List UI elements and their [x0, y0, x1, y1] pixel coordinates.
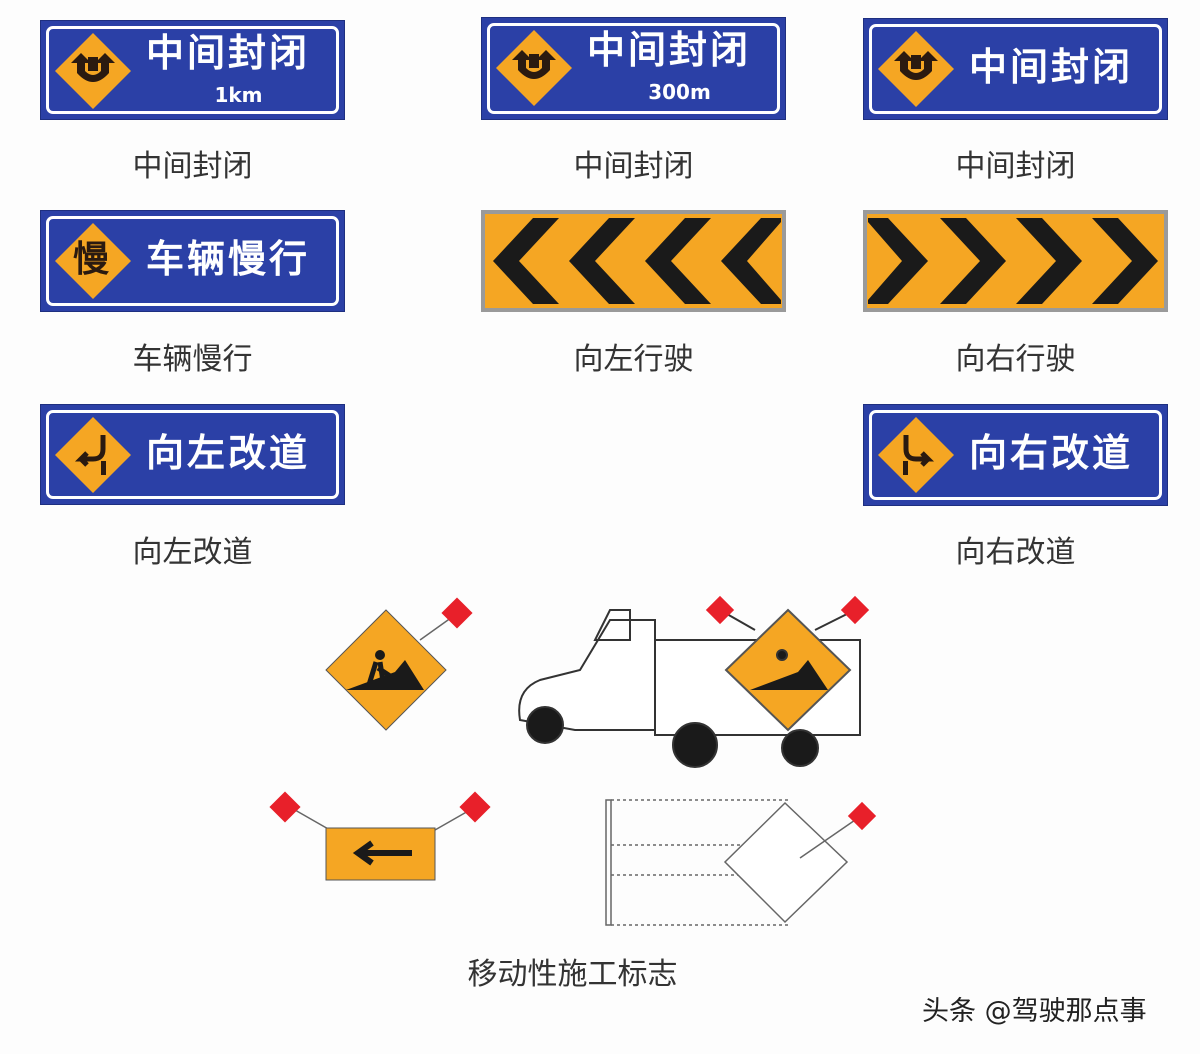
sign-text: 中间封闭 — [587, 28, 752, 72]
sign-text: 中间封闭 — [146, 31, 311, 75]
slow-diamond-icon — [55, 223, 131, 299]
sign-text: 中间封闭 — [969, 45, 1134, 89]
sign-center-closed-300m: 中间封闭 300m — [481, 17, 786, 120]
sign-distance: 300m — [648, 80, 711, 104]
sign-center-closed: 中间封闭 — [863, 18, 1168, 120]
detour-right-diamond-icon — [878, 417, 954, 493]
sign-distance: 1km — [214, 83, 263, 107]
caption: 向左行驶 — [573, 342, 694, 377]
diamond-text: 慢 — [73, 239, 110, 280]
roadwork-diamond-sign — [325, 597, 473, 731]
merge-diamond-icon — [496, 30, 572, 106]
detour-left-diamond-icon — [55, 417, 131, 493]
chevron-right-sign — [863, 210, 1168, 312]
mobile-work-signs-illustration — [269, 595, 877, 926]
caption: 中间封闭 — [132, 149, 253, 184]
arrow-left-board — [269, 791, 491, 881]
sign-text: 车辆慢行 — [146, 237, 311, 281]
truck-with-sign — [518, 595, 870, 768]
merge-diamond-icon — [55, 33, 131, 109]
sign-detour-left: 向左改道 — [40, 404, 345, 505]
caption: 向左改道 — [132, 535, 253, 570]
merge-diamond-icon — [878, 31, 954, 107]
caption: 车辆慢行 — [132, 342, 253, 377]
sign-slow-vehicles: 慢 车辆慢行 — [40, 210, 345, 312]
caption: 中间封闭 — [573, 149, 694, 184]
caption: 中间封闭 — [955, 149, 1076, 184]
caption: 向右行驶 — [955, 342, 1076, 377]
sign-center-closed-1km: 中间封闭 1km — [40, 20, 345, 120]
sign-detour-right: 向右改道 — [863, 404, 1168, 506]
chevron-left-sign — [481, 210, 786, 312]
watermark: 头条 @驾驶那点事 — [922, 996, 1147, 1027]
sign-text: 向右改道 — [969, 431, 1134, 475]
caption: 向右改道 — [955, 535, 1076, 570]
bottom-caption: 移动性施工标志 — [467, 957, 678, 992]
folded-sign-side-view — [605, 799, 877, 926]
sign-text: 向左改道 — [146, 431, 311, 475]
